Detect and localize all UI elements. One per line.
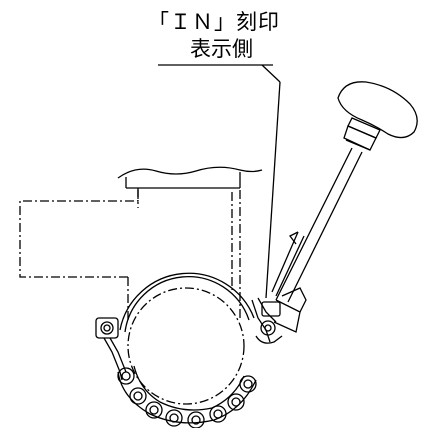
handle-knob xyxy=(337,81,418,139)
clamp-band xyxy=(119,272,255,331)
handle-collar xyxy=(343,117,381,151)
chain xyxy=(117,365,257,428)
callout-label-in-mark: 「ＩＮ」刻印 xyxy=(148,10,280,34)
callout-leader xyxy=(158,64,281,299)
latch-body xyxy=(251,287,307,344)
left-pivot xyxy=(95,317,127,381)
pipe-break-line xyxy=(117,166,263,179)
housing-outline xyxy=(19,188,241,322)
handle-rod xyxy=(271,147,363,303)
pipe-circle xyxy=(127,287,245,405)
callout-label-side: 表示側 xyxy=(190,37,253,61)
